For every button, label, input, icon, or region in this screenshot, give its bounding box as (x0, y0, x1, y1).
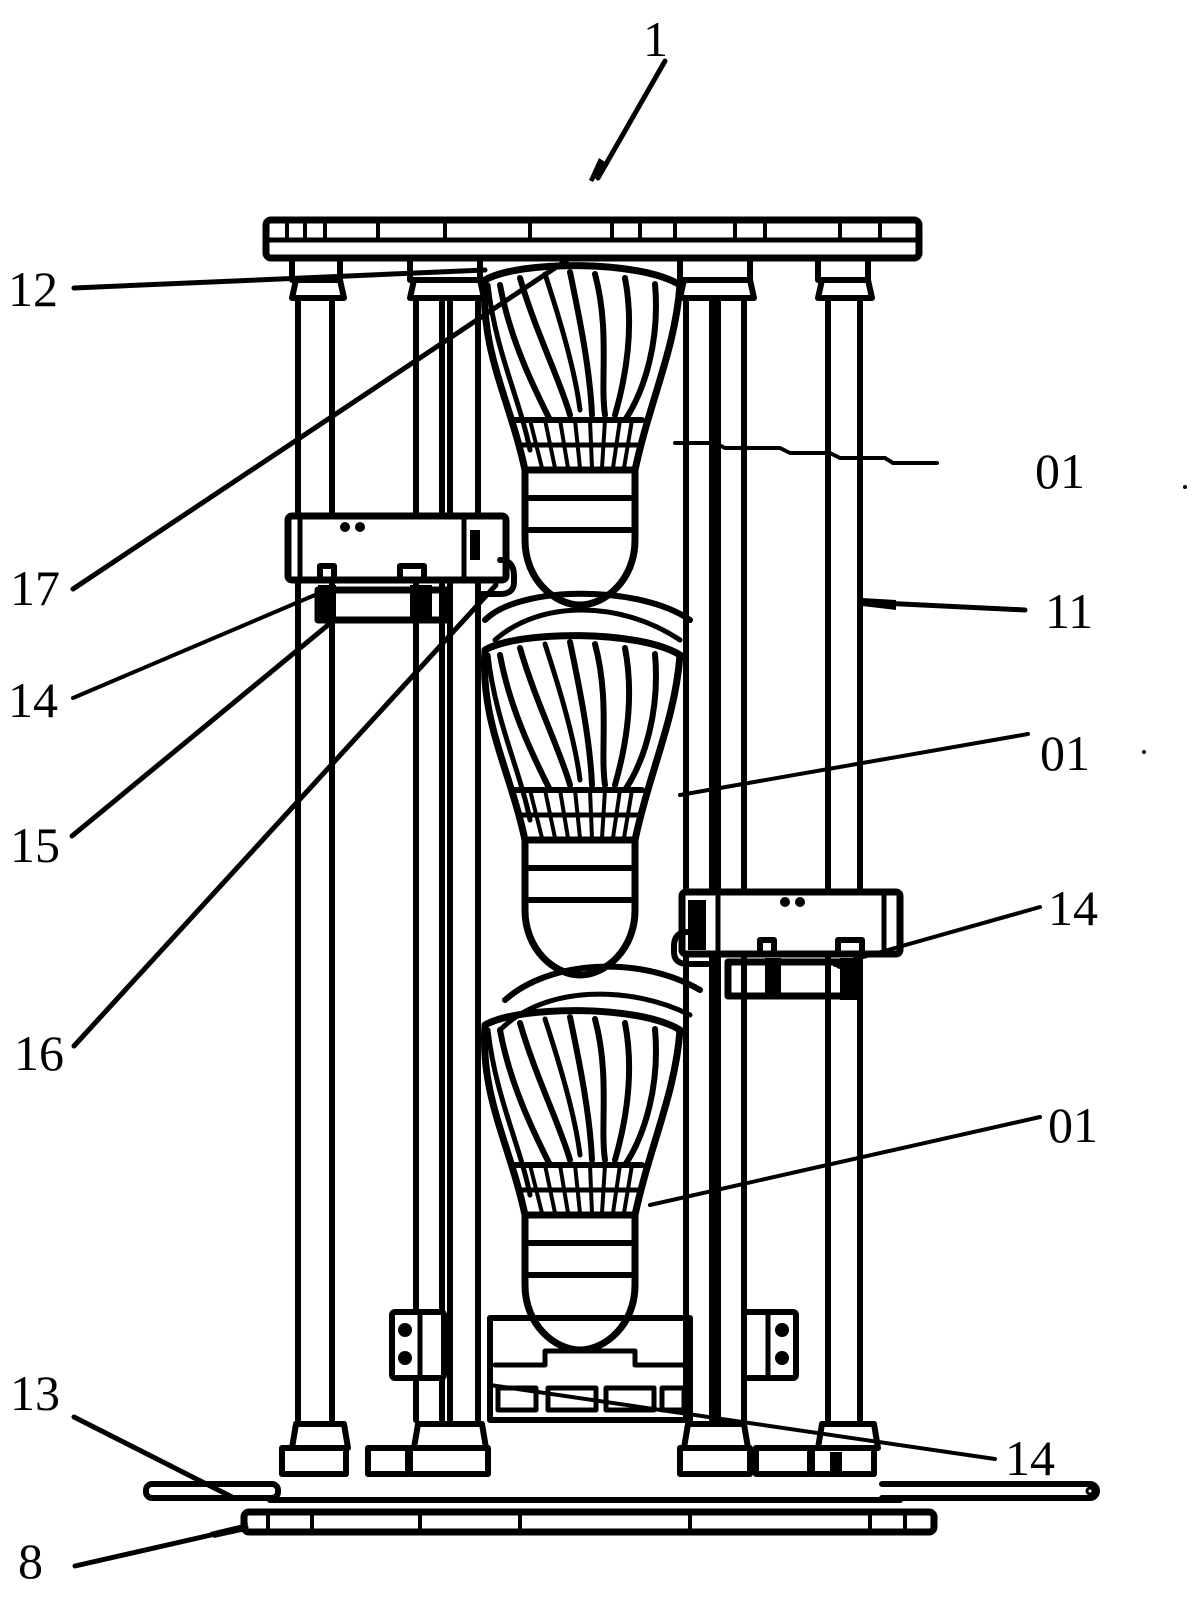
lower-bracket-left (389, 1309, 447, 1381)
label-8: 8 (18, 1533, 43, 1589)
label-01c: 01 (1048, 1097, 1098, 1153)
rod-right-outer (815, 255, 875, 1423)
lower-bracket-right (741, 1309, 799, 1381)
guide-arcs (482, 590, 703, 1033)
rod-feet (279, 1421, 881, 1477)
label-1: 1 (643, 11, 668, 67)
label-15: 15 (10, 817, 60, 873)
label-13: 13 (10, 1365, 60, 1421)
base-assembly (143, 1421, 1100, 1536)
shuttlecock-1 (484, 266, 680, 605)
clamp-assembly-upper (284, 512, 517, 624)
rod-left-inner (407, 255, 487, 1423)
label-17: 17 (10, 560, 60, 616)
top-plate (262, 216, 923, 262)
clamp-assembly-lower (671, 888, 904, 1000)
arm-left (143, 1481, 281, 1501)
label-14a: 14 (8, 672, 58, 728)
rod-right-inner (677, 255, 757, 1423)
label-16: 16 (14, 1025, 64, 1081)
label-01b: 01 (1040, 725, 1090, 781)
speck (1183, 485, 1187, 489)
label-01a: 01 (1035, 443, 1085, 499)
shuttlecock-3 (484, 1011, 680, 1350)
shuttlecock-2 (484, 636, 680, 975)
label-14b: 14 (1048, 880, 1098, 936)
leader-lines (69, 58, 1042, 1569)
rod-left-outer (289, 255, 347, 1423)
reference-labels: 1 12 17 14 15 16 13 8 01 11 01 14 01 14 (8, 11, 1098, 1589)
speck (1142, 750, 1146, 754)
arm-right (879, 1481, 1100, 1501)
label-12: 12 (8, 261, 58, 317)
label-11: 11 (1045, 583, 1093, 639)
base-plate (240, 1508, 938, 1536)
label-14c: 14 (1005, 1430, 1055, 1486)
